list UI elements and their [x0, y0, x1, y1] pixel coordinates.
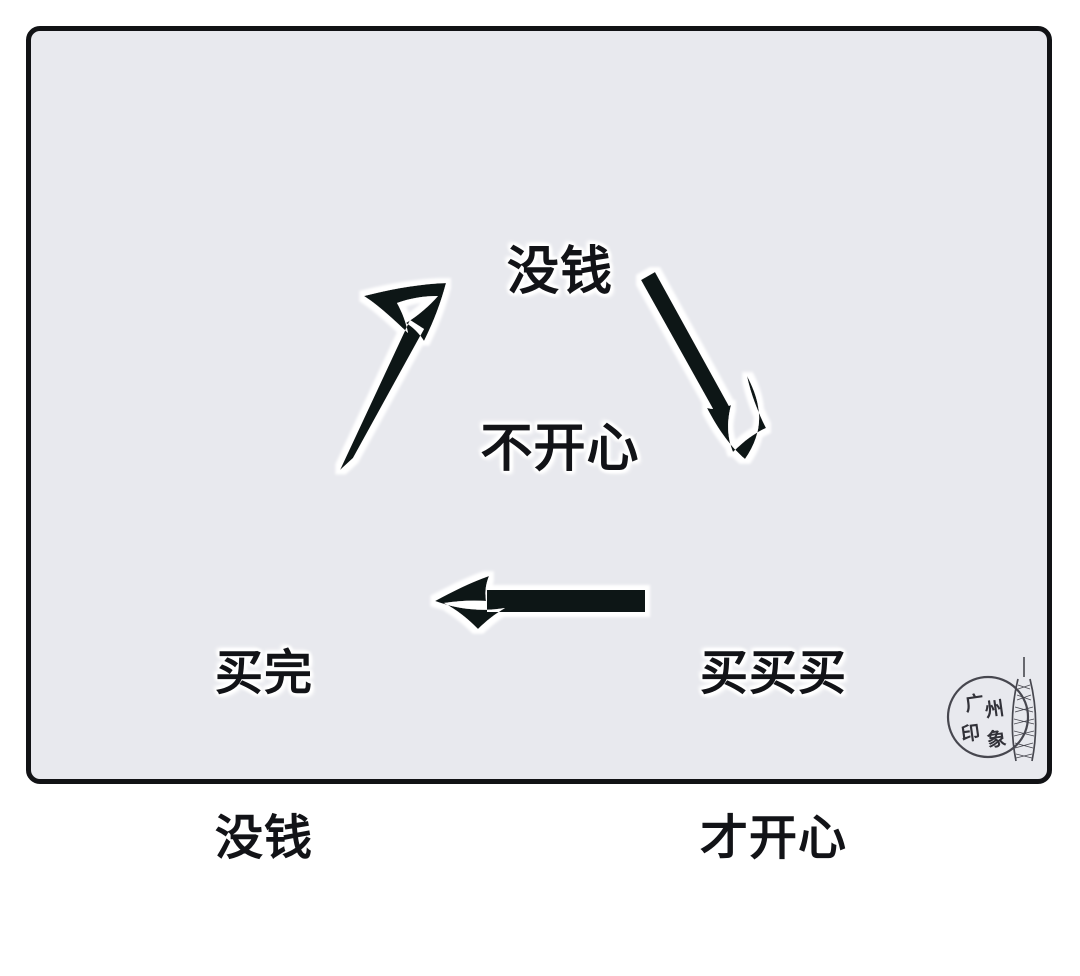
node-label-no-money-line1: 没钱 — [506, 242, 613, 301]
node-label-bought-out-of-money-line2: 没钱 — [215, 811, 314, 865]
node-label-buy-buy-buy: 买买买 才开心 — [700, 538, 930, 976]
watermark-char-4: 象 — [985, 727, 1007, 752]
node-label-no-money-line2: 不开心 — [480, 420, 640, 479]
canton-tower-icon — [1011, 657, 1037, 762]
watermark-circle — [946, 675, 1030, 759]
node-label-no-money: 没钱 不开心 — [420, 124, 700, 598]
watermark-char-3: 印 — [960, 722, 982, 746]
watermark-text: 广 州 印 象 — [960, 691, 1008, 752]
node-label-bought-out-of-money: 买完 没钱 — [215, 538, 395, 976]
diagram-frame — [26, 26, 1052, 784]
node-label-buy-buy-buy-line2: 才开心 — [700, 811, 848, 865]
node-label-buy-buy-buy-line1: 买买买 — [700, 647, 848, 701]
diagram-canvas: 没钱 不开心 买买买 才开心 买完 没钱 — [26, 26, 1052, 865]
node-label-bought-out-of-money-line1: 买完 — [215, 647, 314, 701]
watermark-char-1: 广 — [963, 691, 985, 716]
watermark-guangzhou-impression: 广 州 印 象 — [946, 657, 1037, 762]
watermark-char-2: 州 — [984, 698, 1006, 722]
